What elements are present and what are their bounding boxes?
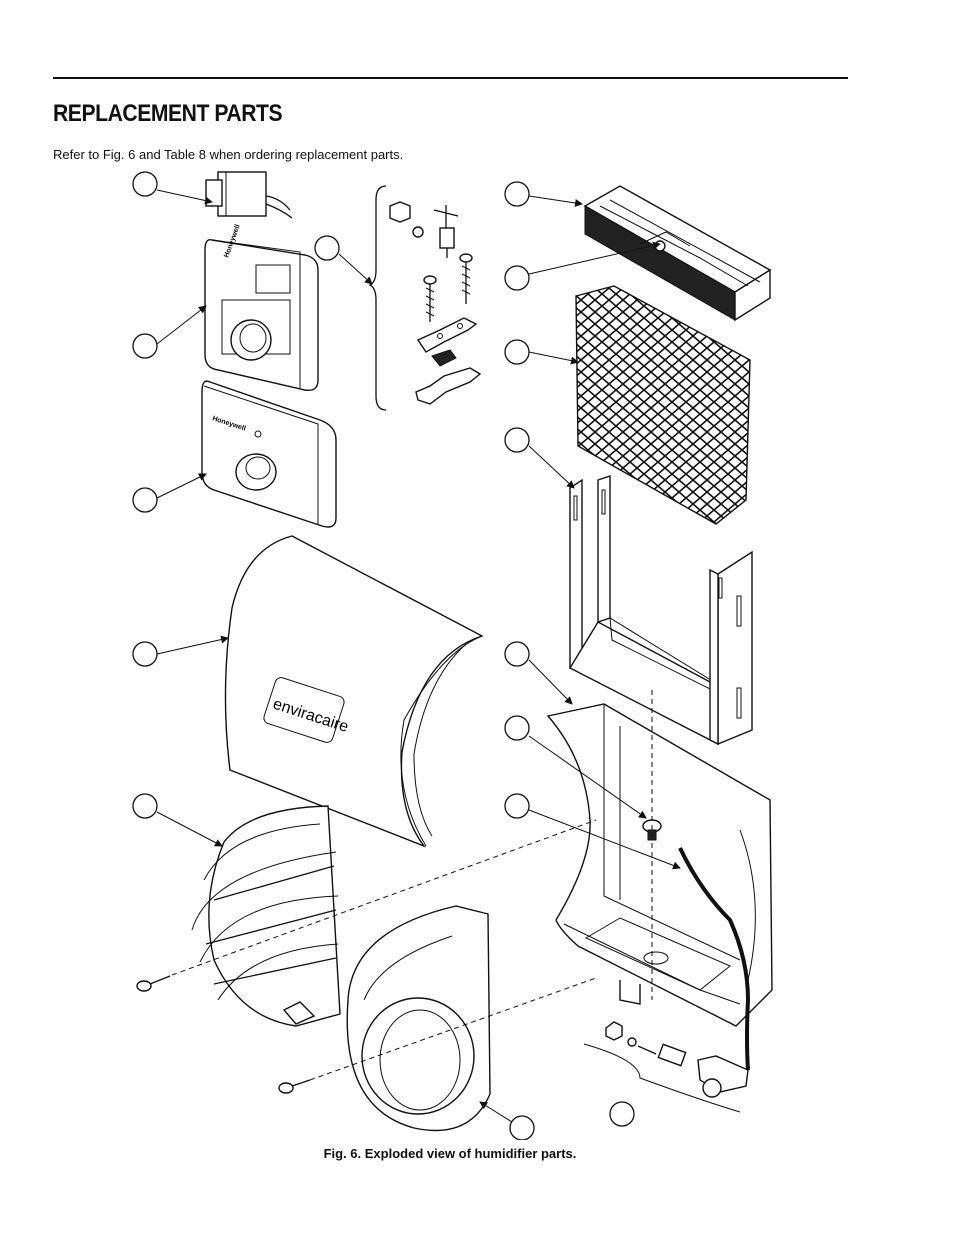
callout-13	[504, 793, 530, 819]
callout-11	[504, 641, 530, 667]
assembly-lines	[171, 690, 653, 1081]
page-title: REPLACEMENT PARTS	[53, 100, 283, 127]
distribution-tray	[583, 185, 772, 322]
drain-hose	[678, 847, 751, 1071]
duct-collar-plate	[346, 905, 491, 1132]
exploded-view-figure: Honeywell Honeywell	[132, 171, 773, 1140]
base-housing	[546, 703, 773, 1027]
callout-15	[609, 1101, 635, 1127]
grille-frame	[191, 805, 341, 1027]
callout-12	[504, 715, 530, 741]
callouts	[132, 171, 681, 1140]
humidistat-automatic: Honeywell	[201, 380, 337, 528]
callout-3	[132, 333, 158, 359]
callout-2	[314, 235, 340, 261]
callout-4	[132, 487, 158, 513]
pad-frame	[569, 475, 753, 746]
evaporator-pad	[575, 285, 751, 525]
figure-caption: Fig. 6. Exploded view of humidifier part…	[323, 1146, 577, 1161]
callout-10	[504, 427, 530, 453]
callout-7	[504, 181, 530, 207]
hardware-kit	[368, 185, 482, 411]
screws	[136, 975, 311, 1094]
intro-text: Refer to Fig. 6 and Table 8 when orderin…	[53, 147, 404, 162]
header-rule	[53, 77, 848, 79]
callout-6	[132, 793, 158, 819]
callout-1	[132, 171, 158, 197]
humidistat-manual: Honeywell	[204, 224, 319, 391]
callout-8	[504, 265, 530, 291]
humidifier-cover: enviracaire	[224, 535, 484, 848]
transformer	[205, 171, 293, 219]
solenoid-valve	[583, 1021, 749, 1113]
callout-5	[132, 641, 158, 667]
callout-14	[509, 1115, 535, 1140]
callout-9	[504, 339, 530, 365]
